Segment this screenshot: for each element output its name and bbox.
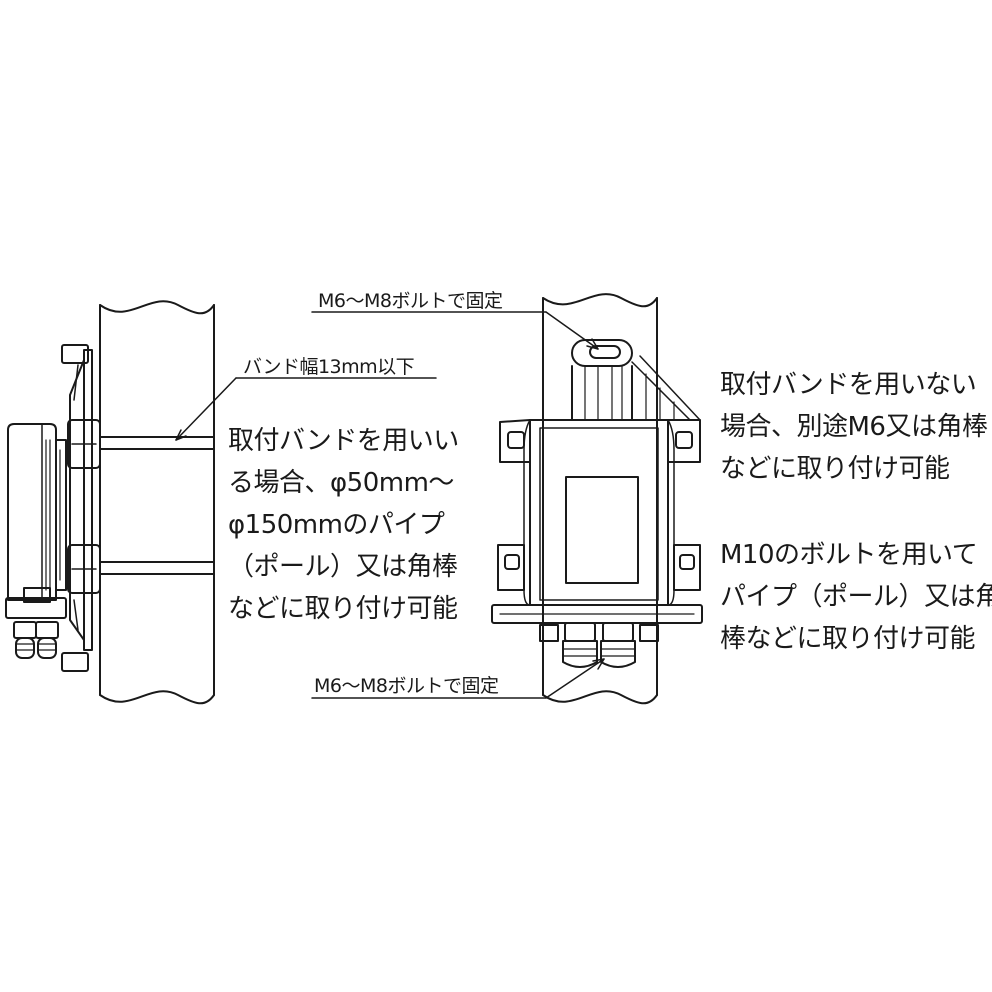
band-note-line: 取付バンドを用いい	[228, 426, 459, 456]
no-band-note: 取付バンドを用いない 場合、別途M6又は角棒 などに取り付け可能	[720, 364, 988, 490]
right-bottom-bolt-leader	[311, 658, 605, 699]
band-note-line: る場合、φ50mm〜	[228, 468, 454, 498]
band-note-line: （ポール）又は角棒	[228, 552, 458, 582]
band-note: 取付バンドを用いい る場合、φ50mm〜 φ150mmのパイプ （ポール）又は角…	[228, 420, 459, 630]
bottom-bolt-label: M6〜M8ボルトで固定	[314, 675, 499, 697]
right-device	[491, 339, 703, 668]
m10-note-line: M10のボルトを用いて	[720, 540, 978, 570]
left-device	[5, 344, 101, 672]
left-pole	[99, 300, 215, 705]
no-band-note-line: などに取り付け可能	[720, 454, 950, 484]
right-top-bolt-leader	[311, 311, 599, 350]
no-band-note-line: 取付バンドを用いない	[720, 370, 977, 400]
left-band-leader	[175, 377, 437, 441]
band-note-line: φ150mmのパイプ	[228, 510, 445, 540]
m10-note: M10のボルトを用いて パイプ（ポール）又は角 棒などに取り付け可能	[720, 534, 992, 660]
m10-note-line: パイプ（ポール）又は角	[720, 582, 992, 612]
band-width-label: バンド幅13mm以下	[243, 356, 415, 378]
no-band-note-line: 場合、別途M6又は角棒	[720, 412, 988, 442]
left-bands	[99, 436, 215, 575]
m10-note-line: 棒などに取り付け可能	[720, 624, 976, 654]
band-note-line: などに取り付け可能	[228, 594, 458, 624]
top-bolt-label: M6〜M8ボルトで固定	[318, 290, 503, 312]
